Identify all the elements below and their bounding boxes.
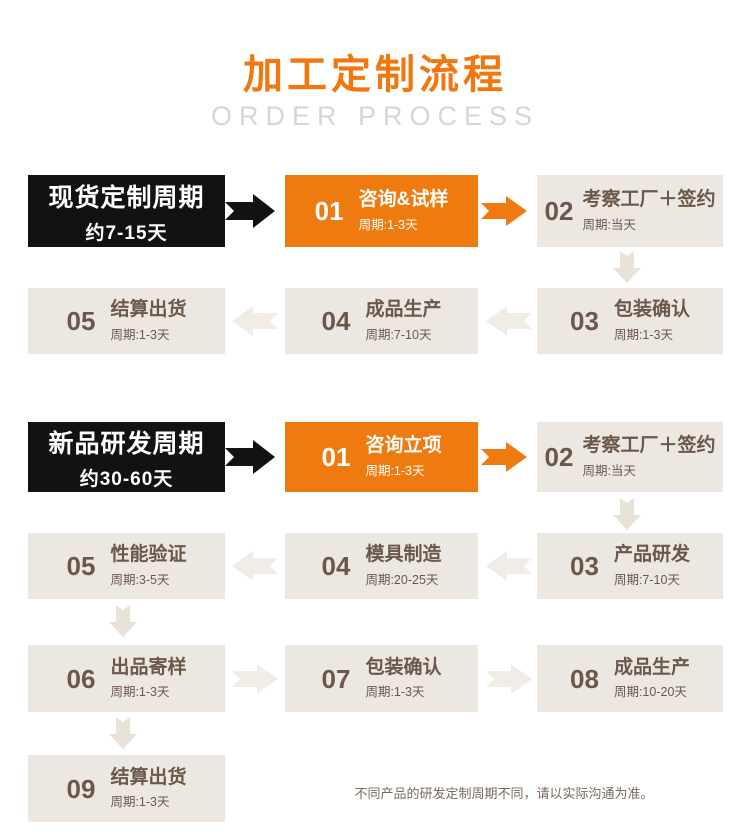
section1-label-box: 现货定制周期 约7-15天 xyxy=(28,175,225,247)
step-number: 04 xyxy=(321,306,351,336)
section1-step04-box: 04 成品生产 周期:7-10天 xyxy=(285,288,478,354)
step-title: 考察工厂＋签约 xyxy=(582,435,716,457)
section1-label-title: 现货定制周期 xyxy=(48,183,205,212)
arrow-left-icon xyxy=(486,306,532,336)
step-title: 咨询立项 xyxy=(365,435,442,457)
step-number: 07 xyxy=(321,663,351,694)
arrow-left-icon xyxy=(232,551,278,581)
section2-step07-box: 07 包装确认 周期:1-3天 xyxy=(285,645,478,712)
arrow-right-orange-icon xyxy=(481,442,527,472)
step-number: 05 xyxy=(66,306,96,336)
section1-step01-box: 01 咨询&试样 周期:1-3天 xyxy=(285,175,478,247)
step-title: 包装确认 xyxy=(365,656,442,678)
step-title: 结算出货 xyxy=(110,299,187,321)
step-title: 考察工厂＋签约 xyxy=(582,189,716,211)
arrow-right-icon xyxy=(486,664,532,694)
section1-step02-box: 02 考察工厂＋签约 周期:当天 xyxy=(537,175,723,247)
page-subtitle: ORDER PROCESS xyxy=(210,101,540,131)
step-title: 包装确认 xyxy=(613,299,690,321)
page-title: 加工定制流程 xyxy=(243,53,507,97)
step-number: 05 xyxy=(66,551,96,581)
step-cycle: 周期:1-3天 xyxy=(110,685,170,700)
step-number: 01 xyxy=(321,442,351,472)
step-cycle: 周期:当天 xyxy=(582,463,636,478)
step-cycle: 周期:3-5天 xyxy=(110,572,170,587)
section2-step03-box: 03 产品研发 周期:7-10天 xyxy=(537,533,723,599)
step-title: 性能验证 xyxy=(110,544,187,566)
section2-label-box: 新品研发周期 约30-60天 xyxy=(28,422,225,492)
section2-step06-box: 06 出品寄样 周期:1-3天 xyxy=(28,645,225,712)
step-number: 04 xyxy=(321,551,351,581)
step-title: 结算出货 xyxy=(110,766,187,788)
step-number: 06 xyxy=(66,663,96,694)
arrow-down-icon xyxy=(109,605,137,637)
section1-step03-box: 03 包装确认 周期:1-3天 xyxy=(537,288,723,354)
step-cycle: 周期:当天 xyxy=(582,217,636,232)
step-cycle: 周期:7-10天 xyxy=(365,327,432,342)
step-cycle: 周期:1-3天 xyxy=(358,217,418,232)
step-title: 产品研发 xyxy=(613,544,690,566)
section2-label-title: 新品研发周期 xyxy=(48,429,205,458)
step-title: 成品生产 xyxy=(613,656,690,678)
step-cycle: 周期:1-3天 xyxy=(613,327,673,342)
section1-step05-box: 05 结算出货 周期:1-3天 xyxy=(28,288,225,354)
section2-step05-box: 05 性能验证 周期:3-5天 xyxy=(28,533,225,599)
step-number: 08 xyxy=(570,663,599,694)
step-cycle: 周期:10-20天 xyxy=(613,685,687,700)
arrow-left-icon xyxy=(232,306,278,336)
step-cycle: 周期:20-25天 xyxy=(365,572,439,587)
step-title: 咨询&试样 xyxy=(358,189,449,211)
step-number: 03 xyxy=(570,306,599,336)
step-title: 模具制造 xyxy=(365,544,442,566)
step-cycle: 周期:1-3天 xyxy=(110,327,170,342)
step-title: 成品生产 xyxy=(365,299,442,321)
section2-step04-box: 04 模具制造 周期:20-25天 xyxy=(285,533,478,599)
arrow-right-orange-icon xyxy=(481,196,527,226)
section2-step01-box: 01 咨询立项 周期:1-3天 xyxy=(285,422,478,492)
step-number: 09 xyxy=(66,773,96,804)
arrow-right-black-icon xyxy=(225,440,275,474)
section2-step02-box: 02 考察工厂＋签约 周期:当天 xyxy=(537,422,723,492)
step-title: 出品寄样 xyxy=(110,656,187,678)
step-number: 03 xyxy=(570,551,599,581)
section2-step09-box: 09 结算出货 周期:1-3天 xyxy=(28,755,225,822)
arrow-down-icon xyxy=(613,498,641,530)
section2-step08-box: 08 成品生产 周期:10-20天 xyxy=(537,645,723,712)
section2-label-duration: 约30-60天 xyxy=(79,468,174,490)
arrow-down-icon xyxy=(613,251,641,283)
arrow-left-icon xyxy=(486,551,532,581)
step-cycle: 周期:1-3天 xyxy=(365,463,425,478)
step-number: 01 xyxy=(314,196,344,226)
step-cycle: 周期:1-3天 xyxy=(110,795,170,810)
step-number: 02 xyxy=(544,196,574,226)
step-number: 02 xyxy=(544,442,574,472)
section1-label-duration: 约7-15天 xyxy=(85,222,168,244)
step-cycle: 周期:7-10天 xyxy=(613,572,680,587)
arrow-right-black-icon xyxy=(225,194,275,228)
arrow-down-icon xyxy=(109,717,137,749)
footnote: 不同产品的研发定制周期不同，请以实际沟通为准。 xyxy=(354,786,654,801)
arrow-right-icon xyxy=(232,664,278,694)
step-cycle: 周期:1-3天 xyxy=(365,685,425,700)
